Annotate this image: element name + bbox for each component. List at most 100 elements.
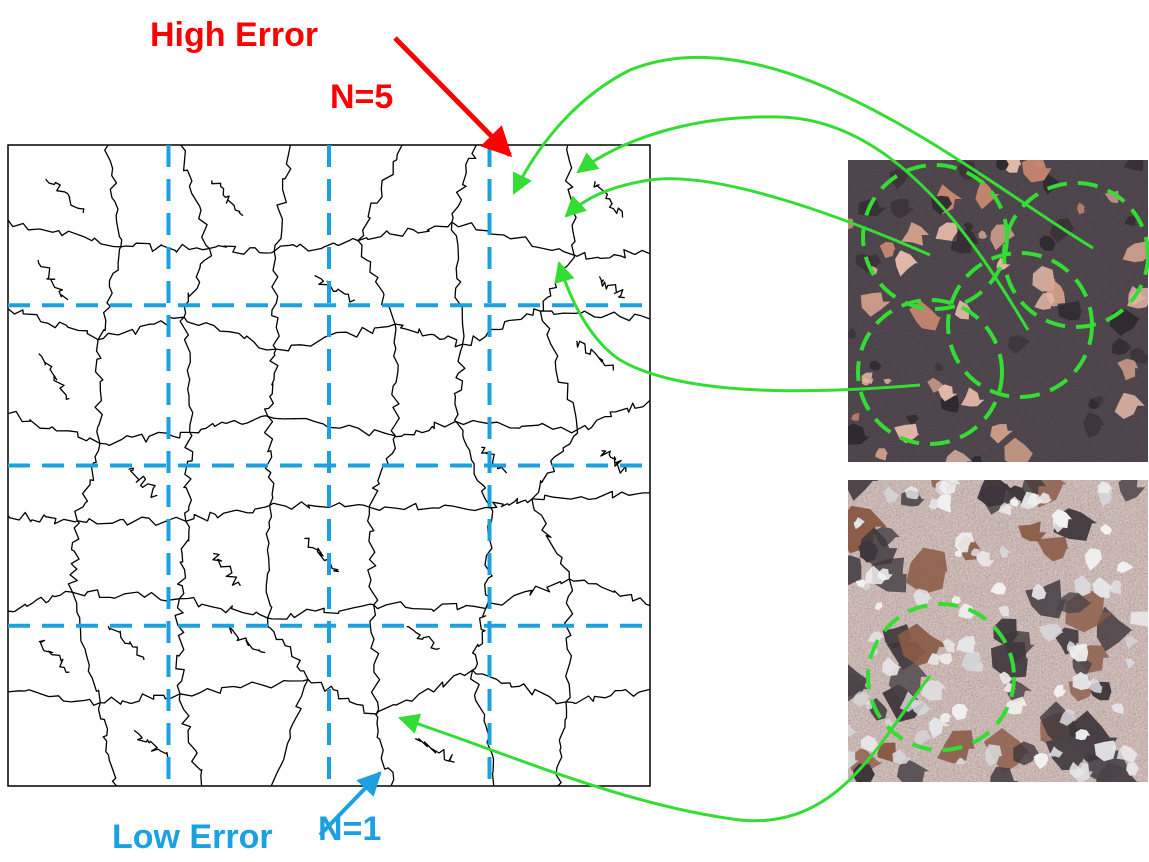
- texture-patch: [1096, 762, 1140, 782]
- connector-arrow-2: [576, 115, 1030, 331]
- texture-patch: [1102, 523, 1113, 535]
- grain-boundary-segment: [265, 505, 273, 619]
- grain-boundary-segment: [7, 590, 73, 613]
- callout-circle-5: [866, 602, 1016, 752]
- grain-boundary-segment: [189, 415, 269, 434]
- texture-patch: [861, 372, 874, 384]
- grain-boundary-segment: [481, 446, 508, 474]
- texture-patch: [959, 545, 970, 553]
- grain-boundary-segment: [469, 669, 495, 787]
- texture-patch: [1094, 740, 1117, 762]
- texture-patch: [1048, 746, 1064, 758]
- grain-boundary-segment: [211, 180, 244, 217]
- texture-patch: [1114, 392, 1145, 420]
- grain-boundaries: [7, 144, 651, 787]
- texture-patch: [1075, 729, 1091, 741]
- texture-patch: [928, 498, 939, 510]
- texture-patch: [1042, 173, 1061, 195]
- grain-boundary-segment: [222, 623, 266, 654]
- texture-patch: [1088, 398, 1099, 410]
- high-error-arrow: [393, 36, 513, 158]
- grain-boundary-segment: [600, 450, 627, 474]
- grain-boundary-segment: [357, 144, 403, 242]
- grain-boundary-segment: [212, 552, 241, 587]
- texture-patch: [1034, 293, 1056, 310]
- texture-patch: [975, 179, 1000, 210]
- texture-patch: [971, 548, 980, 557]
- texture-patch: [929, 717, 951, 739]
- micrograph-top: [848, 160, 1148, 462]
- connector-arrow-1: [512, 56, 1094, 250]
- texture-patch: [935, 222, 958, 242]
- texture-patch: [1052, 515, 1068, 533]
- texture-patch: [990, 582, 1007, 595]
- grain-boundary-segment: [304, 537, 340, 573]
- grain-boundary-segment: [565, 688, 651, 705]
- grain-boundary-segment: [7, 410, 101, 444]
- grain-boundary-segment: [179, 678, 309, 697]
- texture-patch: [1130, 611, 1148, 627]
- grain-boundary-segment: [366, 507, 379, 606]
- callout-circle-1: [856, 298, 1004, 446]
- texture-patch: [1124, 658, 1136, 669]
- texture-patch: [961, 387, 985, 407]
- texture-patch: [897, 623, 951, 666]
- texture-patch: [1124, 635, 1139, 650]
- texture-patch: [879, 242, 896, 259]
- grain-boundary-segment: [74, 443, 101, 521]
- grain-boundary-segment: [455, 419, 578, 434]
- texture-patch: [958, 603, 977, 619]
- texture-patch: [1083, 412, 1105, 439]
- grain-boundary-segment: [273, 144, 292, 252]
- low-error-arrow: [318, 771, 382, 837]
- texture-patch: [1037, 492, 1053, 504]
- texture-patch: [1008, 335, 1031, 355]
- texture-patch: [936, 494, 952, 513]
- texture-patch: [848, 672, 868, 702]
- texture-patch: [883, 378, 893, 385]
- grain-boundary-segment: [531, 498, 570, 579]
- grain-boundary-segment: [369, 604, 381, 715]
- texture-patch: [854, 517, 865, 528]
- texture-patch: [869, 360, 882, 371]
- grain-boundary-segment: [180, 144, 210, 249]
- texture-patch: [927, 377, 945, 393]
- texture-patch: [1053, 684, 1067, 698]
- texture-patch: [990, 424, 1013, 444]
- grain-boundary-segment: [270, 679, 309, 787]
- texture-patch: [985, 744, 1002, 767]
- texture-patch: [1118, 480, 1145, 502]
- connector-arrow-5: [398, 675, 932, 823]
- grain-boundary-segment: [120, 242, 210, 253]
- texture-patch: [851, 412, 860, 421]
- texture-patch: [852, 691, 872, 707]
- grain-boundary-segment: [357, 240, 396, 325]
- texture-patch: [937, 384, 958, 402]
- grain-boundary-segment: [71, 591, 101, 703]
- grain-boundary-segment: [373, 601, 486, 612]
- texture-patch: [955, 757, 967, 765]
- texture-patch: [1013, 741, 1040, 766]
- texture-patch: [1010, 496, 1022, 506]
- texture-patch: [875, 448, 888, 461]
- grain-boundary-segment: [453, 344, 466, 422]
- grain-boundary-segment: [540, 310, 651, 322]
- grain-boundary-segment: [576, 340, 615, 371]
- texture-patch: [1111, 337, 1132, 355]
- texture-patch: [977, 480, 1014, 507]
- texture-patch: [1018, 521, 1047, 542]
- texture-patch: [1072, 762, 1093, 782]
- texture-patch: [914, 730, 934, 746]
- grain-boundary-segment: [451, 221, 575, 256]
- grain-boundary-segment: [133, 729, 169, 759]
- texture-patch: [1111, 703, 1125, 715]
- texture-patch: [956, 636, 976, 653]
- texture-patch: [999, 545, 1012, 559]
- texture-patch: [855, 579, 867, 588]
- texture-patch: [998, 605, 1010, 617]
- grain-boundary-segment: [406, 625, 440, 651]
- grain-boundary-segment: [314, 274, 356, 303]
- grain-boundary-segment: [176, 520, 191, 600]
- texture-patch: [1057, 301, 1082, 321]
- high-error-label: High Error: [150, 16, 319, 54]
